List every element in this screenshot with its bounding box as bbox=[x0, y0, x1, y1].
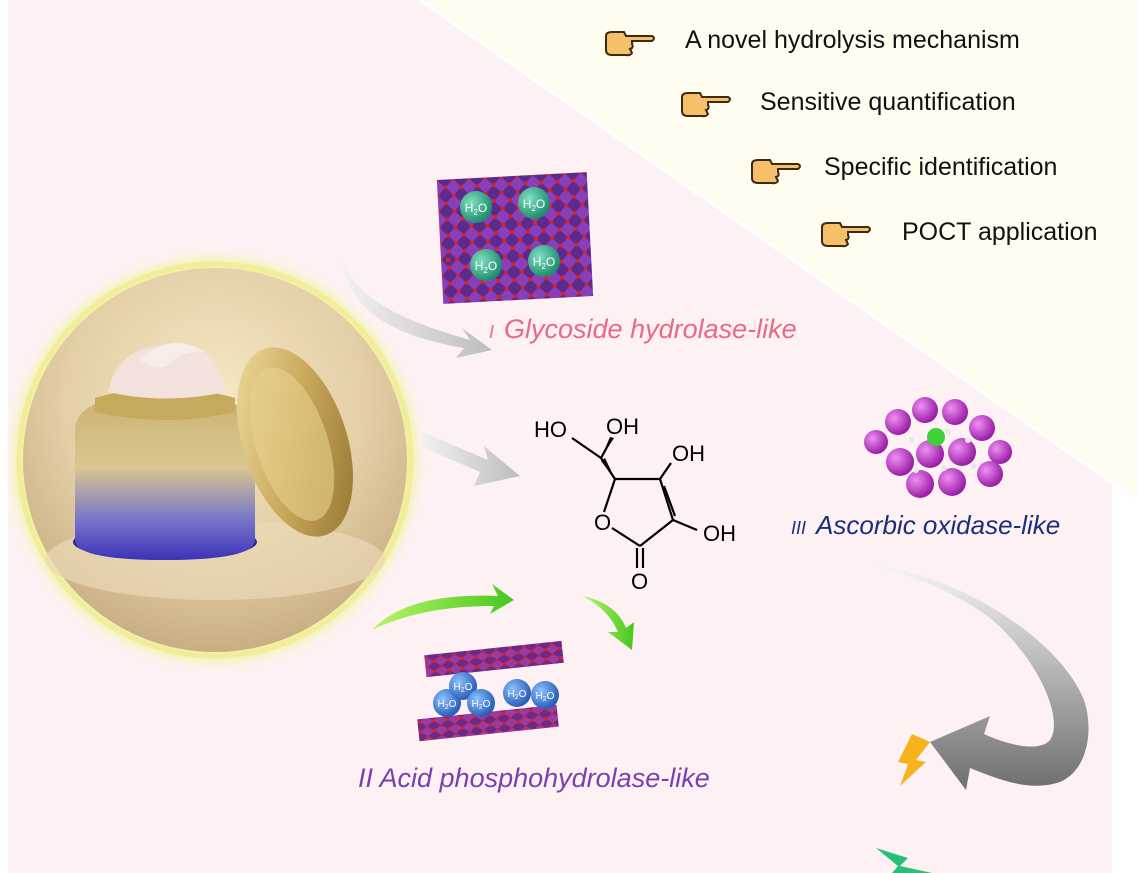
feature-item-hydrolysis-mechanism: A novel hydrolysis mechanism bbox=[685, 26, 1020, 54]
water-label: H2O bbox=[454, 682, 473, 694]
water-ball bbox=[531, 681, 559, 709]
nanocluster-graphic bbox=[864, 397, 1012, 498]
phospho-green-arrow-right bbox=[582, 596, 634, 650]
stereo-wedge bbox=[601, 437, 614, 458]
phospho-green-arrow-left bbox=[372, 584, 514, 630]
water-ball bbox=[467, 689, 495, 717]
acid-phosphohydrolase-label: II Acid phosphohydrolase-like bbox=[358, 763, 710, 794]
glycoside-hydrolase-label: I Glycoside hydrolase-like bbox=[489, 314, 797, 345]
stereo-wedge bbox=[601, 458, 615, 479]
green-lightning-icon bbox=[876, 848, 932, 873]
water-label: H2O bbox=[536, 691, 555, 703]
cosmetic-jar-photo bbox=[3, 248, 427, 672]
water-label: H2O bbox=[465, 201, 487, 217]
activity-name: Ascorbic oxidase-like bbox=[816, 510, 1061, 540]
feature-item-sensitive-quantification: Sensitive quantification bbox=[760, 88, 1016, 116]
ascorbic-oxidase-label: III Ascorbic oxidase-like bbox=[791, 510, 1060, 541]
feature-item-poct-application: POCT application bbox=[902, 218, 1098, 246]
water-label: H2O bbox=[533, 255, 555, 271]
hydroxyl-label: OH bbox=[703, 521, 736, 546]
water-ball bbox=[460, 191, 492, 223]
feature-item-specific-identification: Specific identification bbox=[824, 153, 1058, 181]
activity-name: Acid phosphohydrolase-like bbox=[379, 763, 710, 793]
water-label: H2O bbox=[472, 699, 491, 711]
orange-lightning-icon bbox=[898, 734, 930, 786]
water-ball bbox=[528, 245, 560, 277]
activity-name: Glycoside hydrolase-like bbox=[504, 314, 797, 344]
mof-crystal-graphic bbox=[436, 172, 594, 304]
water-label: H2O bbox=[508, 689, 527, 701]
water-ball bbox=[470, 249, 502, 281]
roman-numeral: II bbox=[358, 763, 374, 793]
pointing-hand-icon bbox=[751, 159, 801, 185]
hydroxyl-label: HO bbox=[534, 417, 567, 442]
oxidation-entry-arrow bbox=[420, 432, 520, 486]
hydroxyl-label: OH bbox=[672, 441, 705, 466]
pointing-hand-icon bbox=[605, 31, 655, 57]
pointing-hand-icon bbox=[681, 92, 731, 118]
layered-material-graphic bbox=[417, 640, 564, 742]
panel-divider bbox=[419, 0, 1137, 502]
roman-numeral: I bbox=[489, 322, 495, 342]
hydroxyl-label: OH bbox=[606, 414, 639, 439]
water-ball bbox=[503, 679, 531, 707]
oxidation-curved-arrow bbox=[875, 566, 1089, 790]
glycoside-path-arrow bbox=[342, 262, 492, 358]
water-label: H2O bbox=[475, 259, 497, 275]
water-ball bbox=[518, 187, 550, 219]
water-ball bbox=[449, 672, 477, 700]
water-label: H2O bbox=[523, 197, 545, 213]
water-label: H2O bbox=[438, 699, 457, 711]
carbonyl-oxygen-label: O bbox=[631, 569, 648, 594]
roman-numeral: III bbox=[791, 518, 807, 538]
ring-oxygen-label: O bbox=[594, 510, 611, 535]
pointing-hand-icon bbox=[821, 222, 871, 248]
